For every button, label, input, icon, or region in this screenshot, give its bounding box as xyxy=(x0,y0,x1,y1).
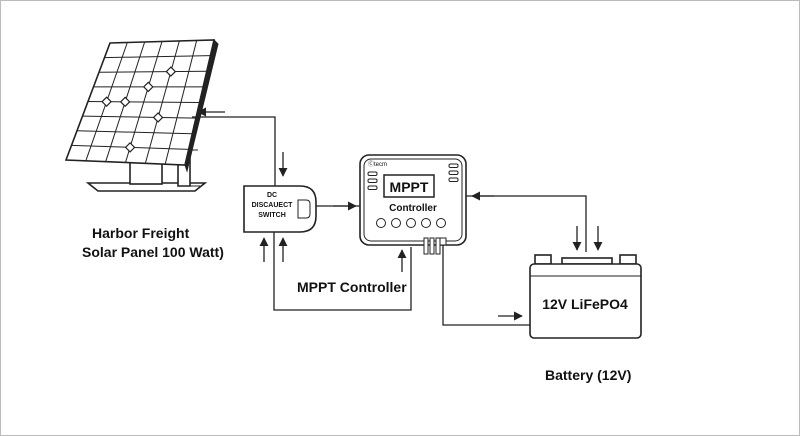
mppt-terminal xyxy=(435,237,441,255)
mppt-indicator xyxy=(448,170,459,175)
mppt-indicator xyxy=(448,177,459,182)
panel-cell-marker xyxy=(124,142,136,153)
mppt-screen xyxy=(383,174,435,198)
battery-label: 12V LiFePO4 xyxy=(542,296,628,312)
switch-label-line2: DISCAUECT xyxy=(252,202,294,209)
mppt-indicator xyxy=(367,178,378,183)
mppt-terminal xyxy=(423,237,429,255)
solar-panel-label-line2: Solar Panel 100 Watt) xyxy=(82,244,224,260)
mppt-brand: Ⓒtecm xyxy=(368,160,387,168)
battery-caption: Battery (12V) xyxy=(545,367,631,383)
panel-cell-markers xyxy=(101,66,177,153)
panel-grid-line xyxy=(98,70,207,73)
panel-cell-marker xyxy=(142,81,154,93)
battery-top-plate xyxy=(561,257,613,265)
mppt-inner-bezel xyxy=(363,158,463,242)
dc-disconnect-switch: DC DISCAUECT SWITCH xyxy=(243,185,317,233)
panel-grid-line xyxy=(82,115,196,119)
mppt-button[interactable] xyxy=(391,218,401,228)
panel-mount-block xyxy=(129,161,163,185)
panel-cell-marker xyxy=(165,66,177,77)
mppt-button[interactable] xyxy=(406,218,416,228)
panel-grid-line xyxy=(76,130,193,135)
mppt-button[interactable] xyxy=(421,218,431,228)
switch-label-line3: SWITCH xyxy=(258,212,286,219)
panel-mount-base xyxy=(85,182,208,192)
mppt-controller: Ⓒtecm MPPT Controller xyxy=(359,154,467,255)
mppt-body xyxy=(359,154,467,246)
mppt-subtitle: Controller xyxy=(389,203,437,214)
battery-body xyxy=(529,263,642,339)
battery-terminal-left xyxy=(534,254,552,265)
mppt-indicator xyxy=(367,171,378,176)
battery: 12V LiFePO4 xyxy=(529,254,642,339)
wire-panel-to-switch xyxy=(192,116,276,188)
panel-cell-marker xyxy=(101,96,112,108)
wire-mppt-to-battery-top xyxy=(466,195,587,252)
wire-mppt-loop xyxy=(273,232,412,311)
mppt-terminal xyxy=(439,237,447,246)
mppt-controller-label: MPPT Controller xyxy=(297,279,407,295)
mppt-indicator xyxy=(448,163,459,168)
panel-cell-marker xyxy=(119,96,131,108)
mppt-button[interactable] xyxy=(436,218,446,228)
solar-panel-label-line1: Harbor Freight xyxy=(92,225,190,241)
switch-knob xyxy=(297,199,311,219)
panel-grid-line xyxy=(104,55,211,59)
mppt-button[interactable] xyxy=(376,218,386,228)
battery-terminal-right xyxy=(619,254,637,265)
solar-panel xyxy=(64,39,219,192)
panel-cell-marker xyxy=(152,112,164,123)
switch-body xyxy=(243,185,317,233)
mppt-indicator xyxy=(367,185,378,190)
switch-label-line1: DC xyxy=(267,192,277,199)
mppt-screen-text: MPPT xyxy=(390,179,429,195)
wire-mppt-to-battery-bottom xyxy=(442,245,530,326)
mppt-terminal xyxy=(429,237,435,255)
